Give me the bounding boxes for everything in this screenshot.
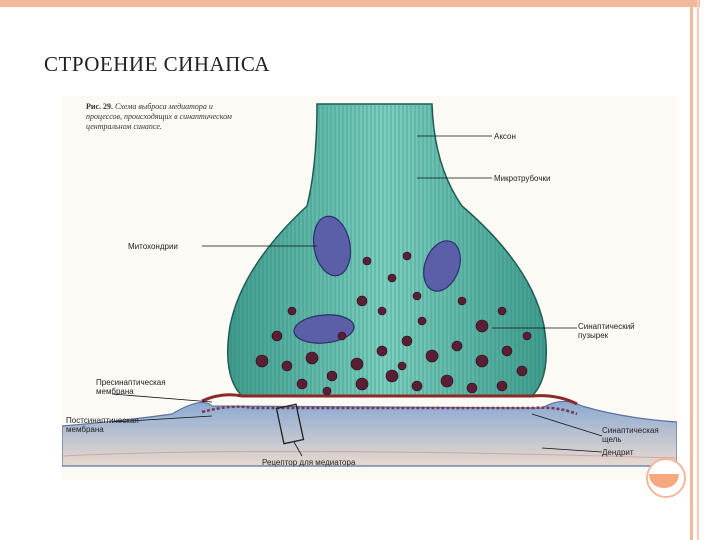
synapse-diagram xyxy=(62,96,677,480)
synapse-figure: Рис. 29. Схема выброса медиатора и проце… xyxy=(62,96,677,480)
label-synaptic-vesicle-line2: пузырек xyxy=(578,331,635,340)
decorative-right-border-inner xyxy=(697,0,699,540)
decorative-right-border xyxy=(690,0,693,540)
label-synaptic-cleft: Синаптическая щель xyxy=(602,426,659,444)
label-postsynaptic-line1: Постсинаптическая xyxy=(66,416,139,425)
label-synaptic-cleft-line1: Синаптическая xyxy=(602,426,659,435)
label-postsynaptic-membrane: Постсинаптическая мембрана xyxy=(66,416,139,434)
label-synaptic-vesicle: Синаптический пузырек xyxy=(578,322,635,340)
label-axon: Аксон xyxy=(494,132,516,141)
label-synaptic-cleft-line2: щель xyxy=(602,435,659,444)
label-dendrite: Дендрит xyxy=(602,448,634,457)
label-microtubules: Микротрубочки xyxy=(494,174,550,183)
figure-caption-prefix: Рис. 29. xyxy=(86,102,113,111)
label-mitochondria: Митохондрии xyxy=(128,242,178,251)
label-synaptic-vesicle-line1: Синаптический xyxy=(578,322,635,331)
label-presynaptic-line2: мембрана xyxy=(96,387,166,396)
slide-title: СТРОЕНИЕ СИНАПСА xyxy=(44,52,270,77)
figure-caption: Рис. 29. Схема выброса медиатора и проце… xyxy=(86,102,246,132)
label-receptor: Рецептор для медиатора xyxy=(262,458,355,467)
label-presynaptic-membrane: Пресинаптическая мембрана xyxy=(96,378,166,396)
dendrite-body xyxy=(62,401,677,466)
decorative-top-border xyxy=(0,0,700,7)
label-presynaptic-line1: Пресинаптическая xyxy=(96,378,166,387)
label-postsynaptic-line2: мембрана xyxy=(66,425,139,434)
presynaptic-membrane xyxy=(202,395,577,404)
